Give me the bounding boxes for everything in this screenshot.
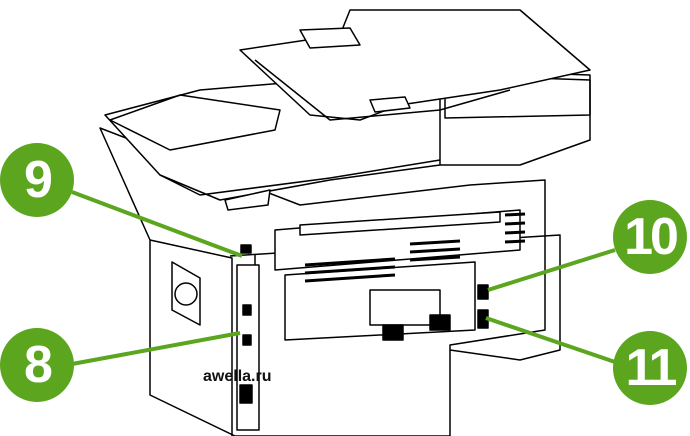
callout-line-9: [71, 190, 243, 258]
callout-line-11: [485, 316, 616, 364]
rear-door-handle: [299, 211, 501, 236]
rear-panel: [284, 261, 476, 341]
scanner-lid-edge: [159, 159, 441, 196]
feeder-tray-edge: [254, 59, 511, 121]
feeder-stop: [369, 96, 411, 113]
callout-line-8: [71, 331, 241, 366]
hp-logo-icon: [174, 282, 198, 306]
vent-slot: [504, 221, 526, 226]
vent-slot: [304, 273, 396, 283]
callout-lines: [71, 190, 616, 366]
callout-11: 11: [613, 331, 687, 405]
rear-latch: [429, 314, 451, 331]
callout-10: 10: [613, 200, 687, 274]
body-edge: [149, 239, 233, 436]
vent-slot: [504, 212, 526, 217]
output-tray-stop: [224, 189, 271, 211]
lock-slot: [240, 244, 252, 254]
vent-slot: [409, 255, 461, 262]
vent-slot: [304, 265, 396, 275]
interface-port: [242, 304, 252, 316]
rear-latch: [382, 324, 404, 341]
feeder-guide: [299, 27, 361, 49]
callout-9: 9: [0, 143, 74, 217]
vent-slot: [409, 239, 461, 246]
vent-slot: [504, 239, 526, 244]
interface-port: [242, 334, 252, 346]
vent-slot: [504, 230, 526, 235]
network-port: [239, 384, 253, 404]
callout-8: 8: [0, 328, 74, 402]
vent-slot: [409, 247, 461, 254]
power-switch: [477, 284, 489, 300]
callout-line-10: [487, 248, 616, 292]
formatter-board: [236, 264, 260, 431]
vent-slots: [304, 212, 526, 283]
output-tray: [109, 94, 281, 151]
vent-slot: [304, 257, 396, 267]
rear-access-plate: [369, 289, 441, 326]
watermark: awella.ru: [203, 368, 272, 385]
hp-logo-panel: [171, 261, 201, 326]
printer-body: [99, 127, 546, 436]
